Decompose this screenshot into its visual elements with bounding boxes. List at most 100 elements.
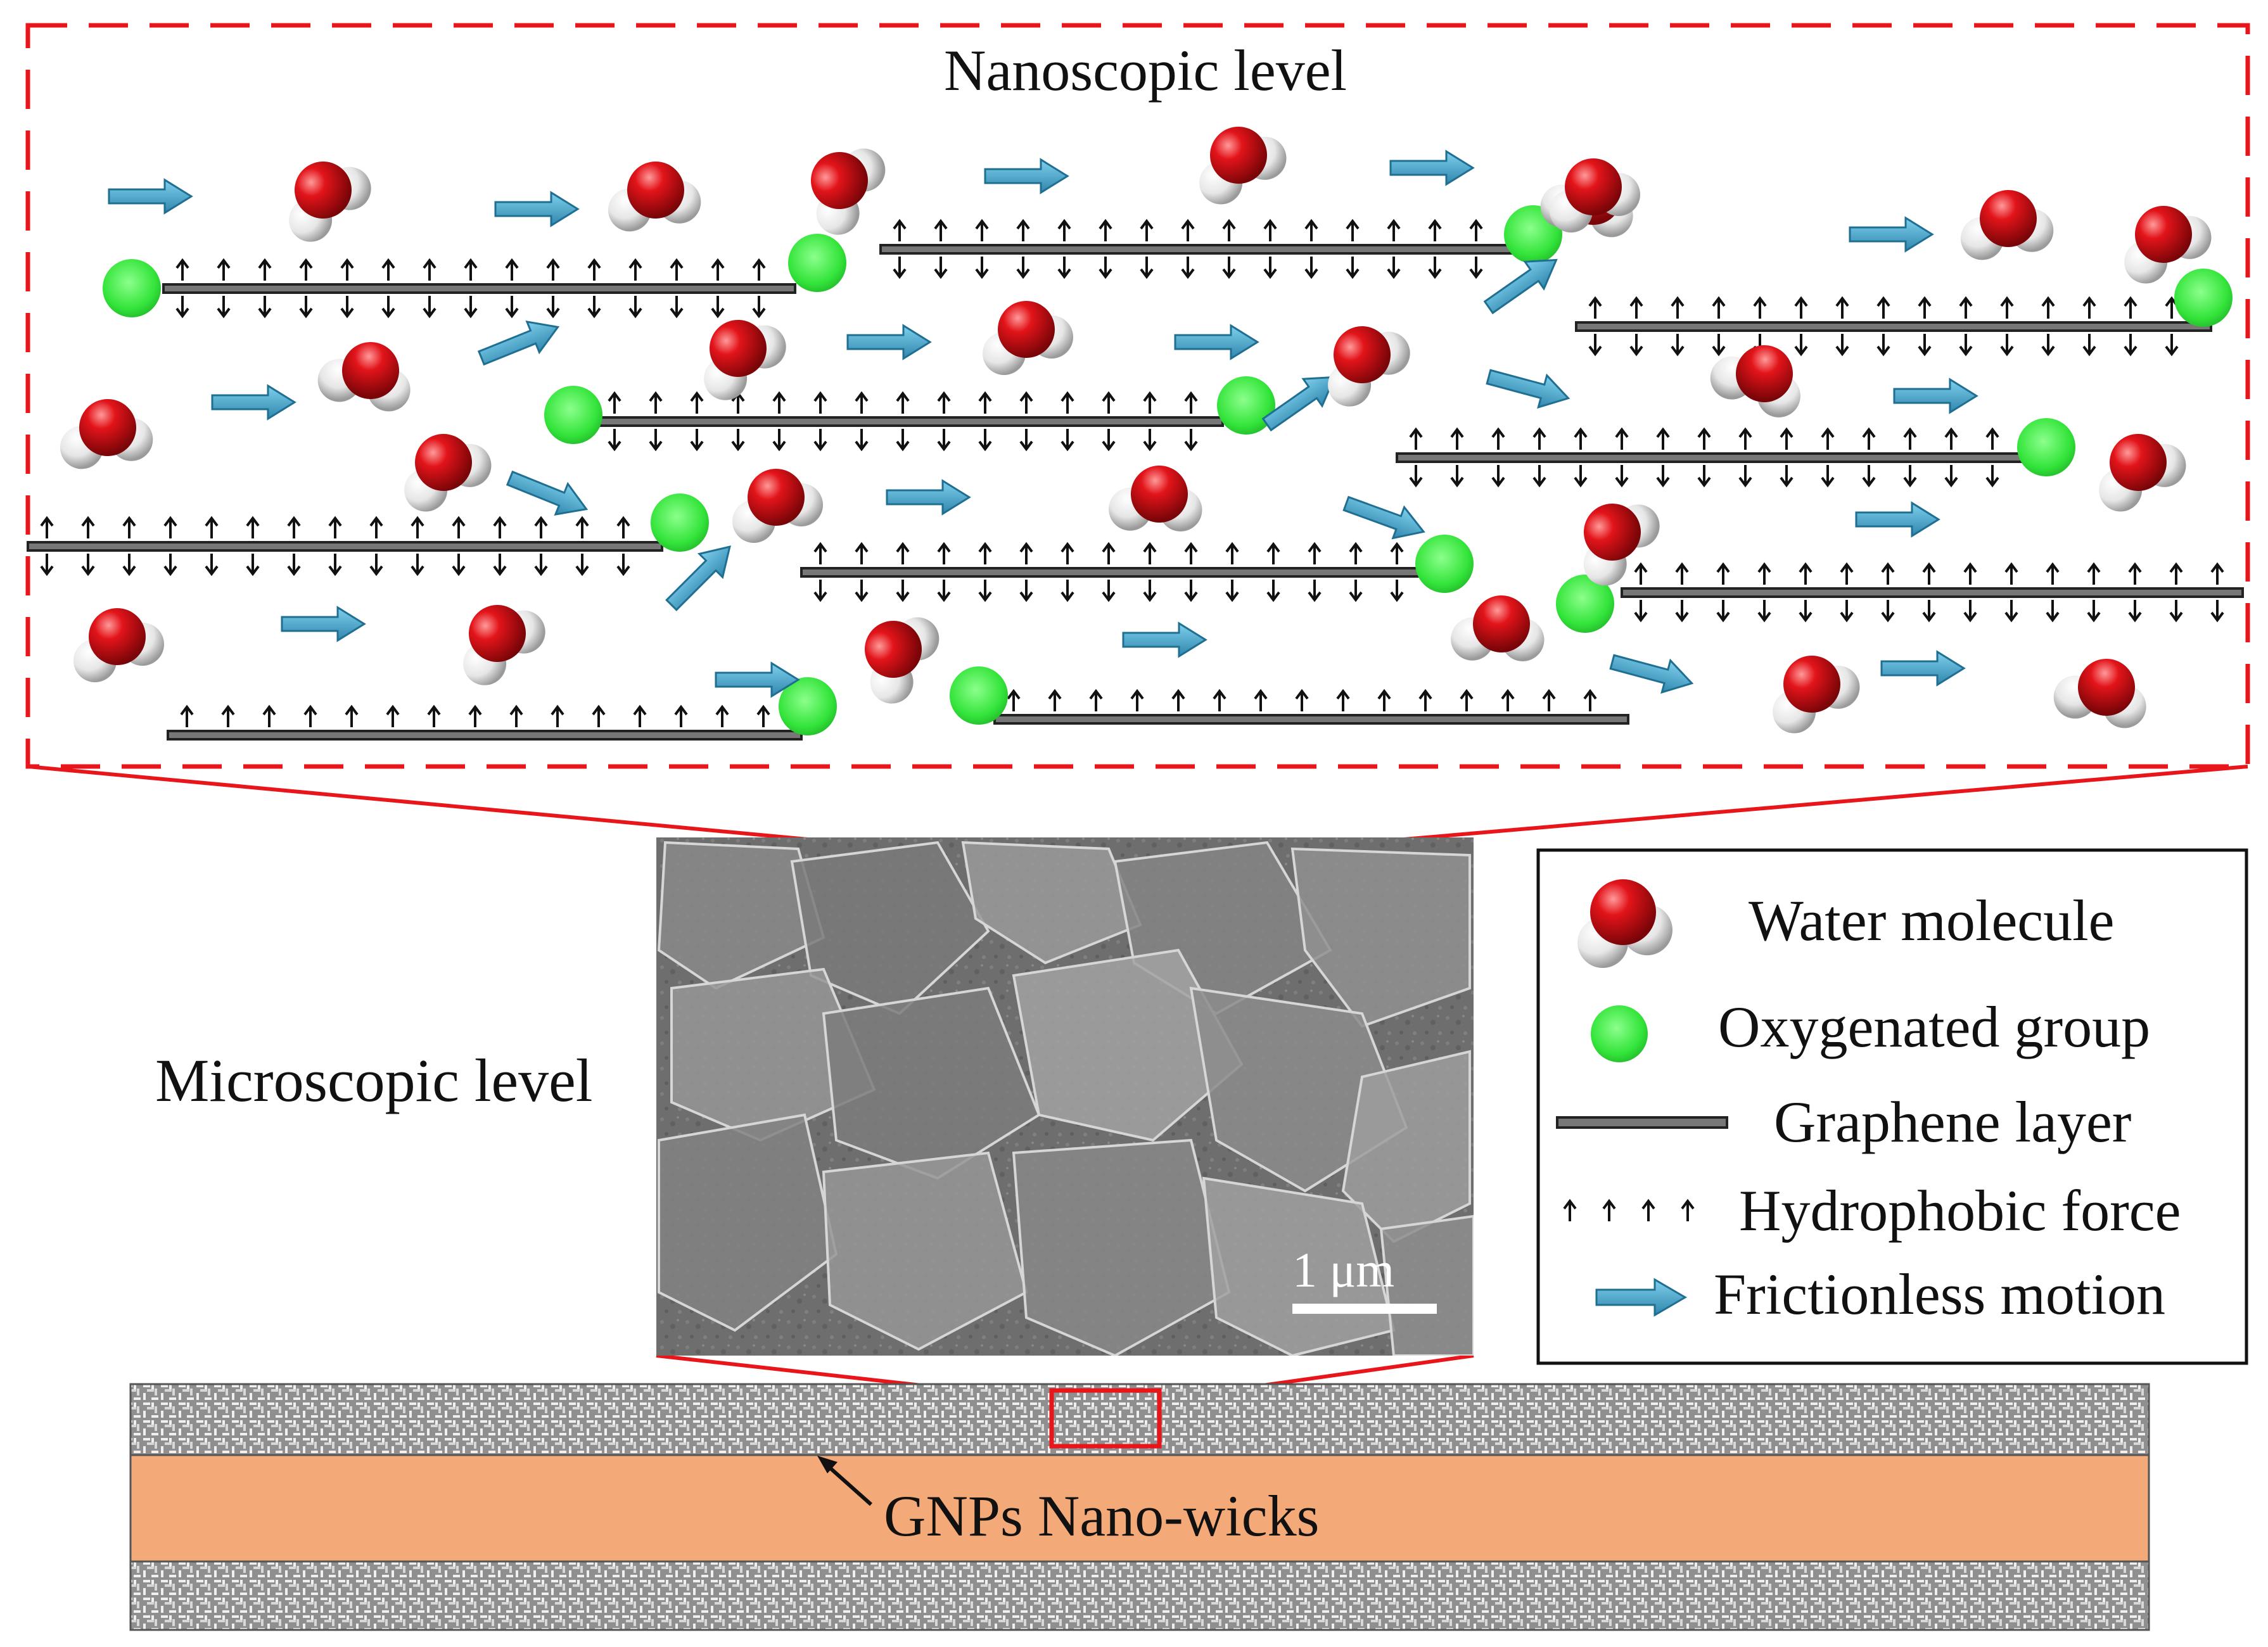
hydrophobic-force-down-icon (2124, 334, 2137, 357)
hydrophobic-force-down-icon (1349, 580, 1363, 602)
scale-bar-label: 1 μm (1292, 1242, 1394, 1297)
water-molecule-icon (1577, 879, 1672, 968)
hydrophobic-force-up-icon (1409, 427, 1423, 450)
frictionless-motion-arrow (1122, 621, 1207, 658)
frictionless-motion-arrow (1880, 650, 1966, 687)
hydrophobic-force-down-icon (464, 296, 478, 319)
hydrophobic-force-down-icon (1225, 580, 1239, 602)
hydrophobic-force-down-icon (258, 296, 272, 319)
legend (1536, 848, 2248, 1365)
hydrophobic-force-down-icon (1959, 334, 1973, 357)
zoom-box-wick (1049, 1388, 1162, 1449)
hydrophobic-force-down-icon (587, 296, 601, 319)
hydrophobic-force-down-icon (1057, 257, 1071, 279)
water-molecule (1710, 345, 1800, 417)
legend-oxygenated-group: Oxygenated group (1718, 995, 2151, 1059)
hydrophobic-force-down-icon (1387, 257, 1401, 279)
hydrophobic-force-up-icon (2082, 296, 2096, 319)
hydrophobic-force-down-icon (711, 296, 725, 319)
hydrophobic-force-up-icon (896, 542, 910, 564)
water-molecule (1583, 504, 1660, 586)
wick-structure (129, 1383, 2150, 1631)
hydrophobic-force-down-icon (1409, 465, 1423, 488)
hydrophobic-force-up-icon (674, 704, 688, 727)
frictionless-motion-arrow (281, 606, 366, 642)
graphene-layer (1396, 427, 2041, 488)
hydrophobic-force-down-icon (1634, 600, 1648, 623)
hydrophobic-force-down-icon (493, 554, 507, 576)
hydrophobic-force-down-icon (1469, 257, 1483, 279)
hydrophobic-force-up-icon (1944, 427, 1958, 450)
hydrophobic-force-up-icon (978, 391, 992, 414)
hydrophobic-force-up-icon (1346, 219, 1360, 241)
hydrophobic-force-up-icon (1181, 219, 1195, 241)
hydrophobic-force-up-icon (1675, 562, 1689, 585)
hydrophobic-force-up-icon (534, 516, 548, 538)
hydrophobic-force-up-icon (2210, 562, 2224, 585)
hydrophobic-force-down-icon (1963, 600, 1977, 623)
hydrophobic-force-up-icon (1629, 296, 1643, 319)
hydrophobic-force-down-icon (1588, 334, 1602, 357)
hydrophobic-force-up-icon (122, 516, 136, 538)
hydrophobic-force-down-icon (2000, 334, 2014, 357)
water-molecule (2099, 434, 2186, 512)
hydrophobic-force-up-icon (670, 258, 684, 281)
frictionless-motion-arrow (1849, 216, 1934, 253)
hydrophobic-force-up-icon (616, 516, 630, 538)
frictionless-motion-arrow (1483, 258, 1558, 315)
graphene-layer (879, 219, 1512, 279)
oxygenated-group (103, 259, 161, 317)
oxygenated-groups (103, 205, 2233, 735)
hydrophobic-force-up-icon (575, 516, 589, 538)
hydrophobic-force-up-icon (628, 258, 642, 281)
hydrophobic-force-down-icon (1102, 580, 1116, 602)
hydrophobic-force-down-icon (2210, 600, 2224, 623)
hydrophobic-force-up-icon (1184, 542, 1198, 564)
water-molecule (608, 162, 701, 232)
hydrophobic-force-up-icon (1099, 219, 1112, 241)
water-molecule (404, 434, 492, 512)
hydrophobic-force-down-icon (340, 296, 354, 319)
water-molecule (811, 148, 886, 235)
hydrophobic-force-down-icon (1140, 257, 1154, 279)
hydrophobic-force-down-icon (855, 429, 869, 452)
graphene-layer (594, 391, 1224, 452)
hydrophobic-force-down-icon (893, 257, 907, 279)
graphene-flake (657, 841, 825, 990)
hydrophobic-force-down-icon (328, 554, 342, 576)
hydrophobic-force-down-icon (175, 296, 189, 319)
hydrophobic-force-down-icon (1671, 334, 1685, 357)
hydrophobic-force-down-icon (1918, 334, 1932, 357)
hydrophobic-force-down-icon (937, 580, 951, 602)
hydrophobic-force-up-icon (287, 516, 301, 538)
frictionless-motion-icon (1595, 1278, 1687, 1317)
hydrophobic-force-up-icon (1295, 689, 1309, 711)
hydrophobic-force-down-icon (1184, 580, 1198, 602)
hydrophobic-force-up-icon (1336, 689, 1350, 711)
hydrophobic-force-down-icon (287, 554, 301, 576)
hydrophobic-force-up-icon (1102, 391, 1116, 414)
graphene-flake (822, 986, 1041, 1180)
hydrophobic-force-down-icon (423, 296, 436, 319)
hydrophobic-force-up-icon (1140, 219, 1154, 241)
legend-hydrophobic-force: Hydrophobic force (1739, 1178, 2181, 1243)
hydrophobic-force-up-icon (546, 258, 560, 281)
hydrophobic-force-up-icon (1057, 219, 1071, 241)
hydrophobic-force-up-icon (1753, 296, 1767, 319)
hydrophobic-force-down-icon (1835, 334, 1849, 357)
hydrophobic-force-down-icon (205, 554, 219, 576)
hydrophobic-force-down-icon (1944, 465, 1958, 488)
hydrophobic-force-up-icon (1881, 562, 1895, 585)
hydrophobic-force-up-icon (608, 391, 621, 414)
oxygenated-group (788, 234, 846, 292)
hydrophobic-force-up-icon (1061, 542, 1074, 564)
hydrophobic-force-up-icon (180, 704, 194, 727)
hydrophobic-force-up-icon (1738, 427, 1752, 450)
graphene-flake (961, 841, 1142, 965)
nanoscopic-frame (25, 23, 2250, 769)
hydrophobic-force-down-icon (163, 554, 177, 576)
graphene-flake (658, 1113, 838, 1332)
hydrophobic-force-up-icon (1862, 427, 1876, 450)
hydrophobic-force-down-icon (1656, 465, 1670, 488)
hydrophobic-force-up-icon (345, 704, 359, 727)
